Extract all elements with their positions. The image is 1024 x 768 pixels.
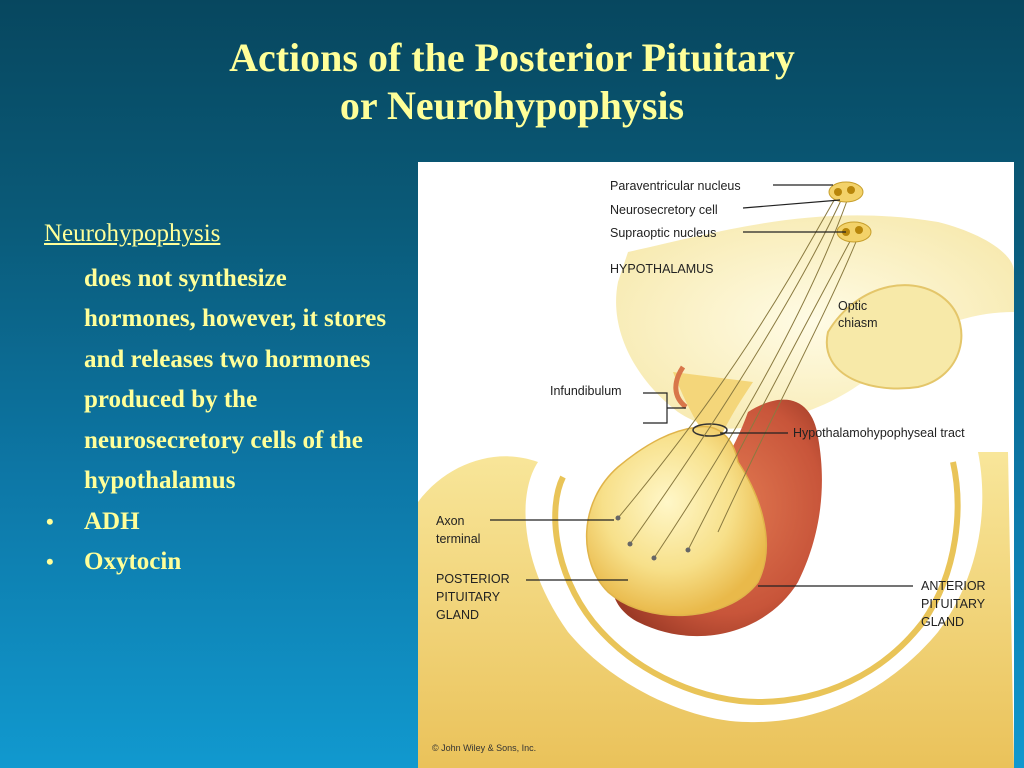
text-block: Neurohypophysis does not synthesize horm…	[44, 214, 414, 583]
label-anterior-pituitary: PITUITARY	[921, 597, 986, 611]
hormone-list: ADH Oxytocin	[44, 502, 414, 583]
label-neurosecretory-cell: Neurosecretory cell	[610, 203, 718, 217]
hypothalamus-tissue	[616, 215, 1014, 429]
section-heading: Neurohypophysis	[44, 220, 221, 247]
label-axon: Axon	[436, 514, 465, 528]
leader-lines	[490, 184, 913, 587]
bullet-adh: ADH	[44, 502, 414, 543]
axon-fibers	[617, 189, 861, 559]
label-anterior: ANTERIOR	[921, 579, 986, 593]
bullet-oxytocin: Oxytocin	[44, 542, 414, 583]
label-posterior-pituitary: PITUITARY	[436, 590, 501, 604]
slide-title: Actions of the Posterior Pituitary or Ne…	[0, 34, 1024, 130]
paraventricular-cells	[828, 181, 864, 203]
label-chiasm: chiasm	[838, 316, 878, 330]
label-posterior-gland: GLAND	[436, 608, 479, 622]
tract-ring	[692, 423, 728, 437]
infundibulum-stalk	[673, 372, 753, 432]
copyright-text: © John Wiley & Sons, Inc.	[432, 743, 536, 753]
pituitary-diagram: Paraventricular nucleus Neurosecretory c…	[418, 162, 1014, 768]
label-hypothalamus: HYPOTHALAMUS	[610, 262, 714, 276]
label-supraoptic-nucleus: Supraoptic nucleus	[610, 226, 716, 240]
label-paraventricular-nucleus: Paraventricular nucleus	[610, 179, 741, 193]
optic-chiasm	[825, 284, 963, 390]
diagram-svg: Paraventricular nucleus Neurosecretory c…	[418, 179, 1014, 768]
axon-terminals	[615, 515, 691, 561]
label-hypothalamohypophyseal-tract: Hypothalamohypophyseal tract	[793, 426, 965, 440]
label-infundibulum: Infundibulum	[550, 384, 622, 398]
label-anterior-gland: GLAND	[921, 615, 964, 629]
label-terminal: terminal	[436, 532, 480, 546]
description: does not synthesize hormones, however, i…	[84, 264, 387, 495]
infundibulum-red	[673, 365, 688, 409]
title-line-1: Actions of the Posterior Pituitary	[229, 35, 795, 80]
sella-turcica	[418, 452, 1014, 768]
label-optic: Optic	[838, 299, 867, 313]
label-posterior: POSTERIOR	[436, 572, 510, 586]
posterior-pituitary-shape	[585, 425, 767, 617]
title-line-2: or Neurohypophysis	[339, 83, 685, 128]
